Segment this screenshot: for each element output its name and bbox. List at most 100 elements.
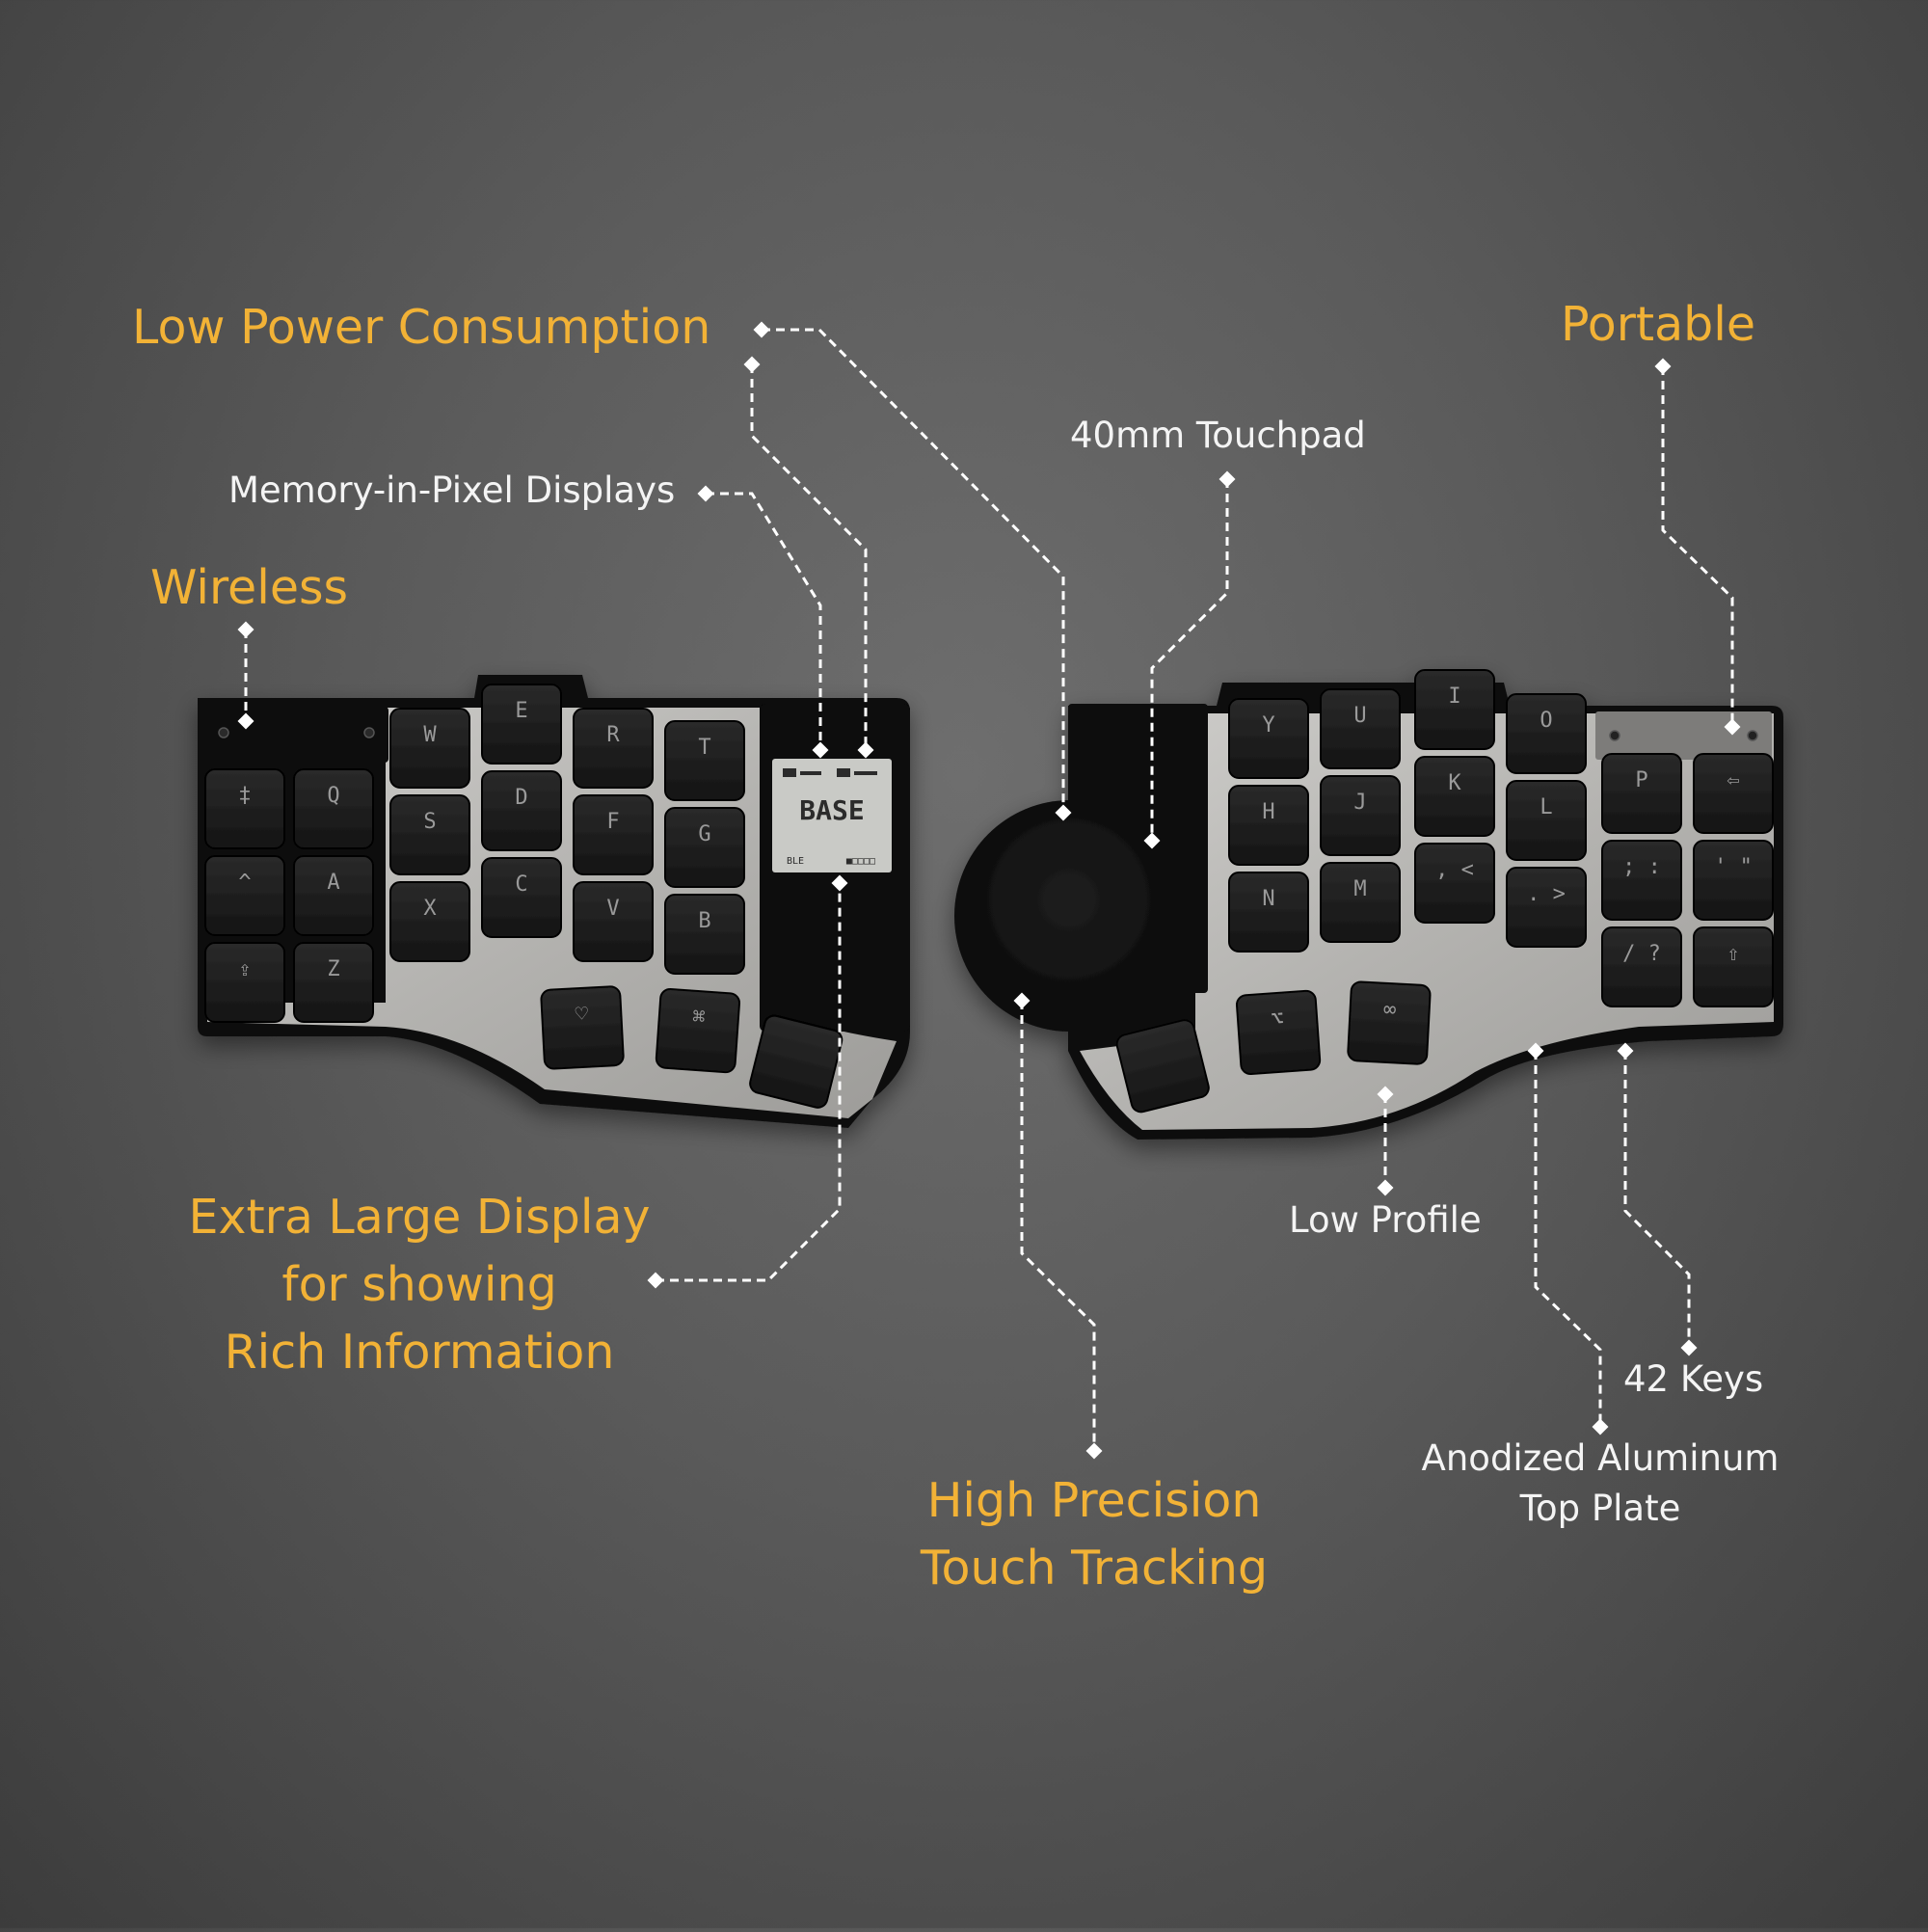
callout-dot-5 [697, 485, 714, 502]
left-key-3-2: S [389, 794, 470, 875]
label-touchpad: 40mm Touchpad [1070, 415, 1366, 456]
right-key-1-3-legend: N [1262, 887, 1274, 911]
right-thumb-key-1 [1115, 1019, 1210, 1114]
left-key-1-1-legend: ‡ [238, 784, 251, 808]
label-high-precision: High Precision Touch Tracking [868, 1467, 1321, 1602]
right-key-2-1: U [1320, 688, 1401, 769]
callout-dot-18 [1377, 1179, 1394, 1196]
left-thumb-key-2-cap [655, 987, 741, 1074]
left-key-1-2-cap [204, 855, 285, 936]
callout-memory [706, 492, 822, 750]
right-key-4-1-cap [1506, 693, 1587, 774]
right-key-3-1-cap [1414, 669, 1495, 750]
left-key-3-1-cap [389, 708, 470, 789]
left-key-3-1: W [389, 708, 470, 789]
right-key-3-2-legend: K [1448, 771, 1461, 795]
right-thumb-key-3-cap [1347, 980, 1432, 1065]
left-key-3-2-cap [389, 794, 470, 875]
callout-dot-4 [857, 741, 874, 759]
callout-aluminum [1534, 1051, 1602, 1427]
left-key-4-2: D [481, 770, 562, 851]
left-key-2-2-cap [293, 855, 374, 936]
left-thumb-key-2-legend: ⌘ [691, 1006, 706, 1031]
label-extra-display-line2: for showing [281, 1257, 557, 1312]
left-key-2-3: Z [293, 942, 374, 1023]
left-key-6-1-legend: T [698, 736, 710, 760]
left-key-6-2-cap [664, 807, 745, 888]
callout-touchpad [1150, 479, 1229, 841]
right-key-5-3: / ? [1601, 926, 1682, 1007]
right-key-2-3-cap [1320, 862, 1401, 943]
right-key-4-1: O [1506, 693, 1587, 774]
callout-low-power-2 [750, 364, 868, 750]
callout-dot-11 [1218, 470, 1236, 488]
left-key-6-3-cap [664, 894, 745, 975]
right-key-2-2: J [1320, 775, 1401, 856]
left-key-2-1-legend: Q [327, 784, 339, 808]
left-key-5-2-cap [573, 794, 654, 875]
left-thumb-key-1-legend: ♡ [575, 1003, 589, 1028]
left-key-3-3: X [389, 881, 470, 962]
left-key-2-3-legend: Z [327, 957, 339, 981]
right-key-4-2: L [1506, 780, 1587, 861]
right-key-3-2-cap [1414, 756, 1495, 837]
left-thumb-key-1: ♡ [540, 985, 625, 1070]
callout-dot-8 [237, 712, 254, 730]
left-key-5-2-legend: F [606, 810, 619, 834]
left-key-6-3-legend: B [698, 909, 710, 933]
right-key-6-2-cap [1693, 840, 1774, 921]
left-key-4-1: E [481, 684, 562, 765]
callout-dot-1 [753, 321, 770, 338]
left-key-2-3-cap [293, 942, 374, 1023]
left-key-2-1: Q [293, 768, 374, 849]
left-key-4-3-cap [481, 857, 562, 938]
callout-dots [237, 321, 1741, 1460]
left-key-5-1-cap [573, 708, 654, 789]
right-key-1-2: H [1228, 785, 1309, 866]
portable-plate [1595, 711, 1772, 760]
callout-portable [1661, 366, 1734, 727]
right-thumb-key-1-cap [1115, 1019, 1210, 1114]
label-aluminum-line1: Anodized Aluminum [1421, 1437, 1780, 1479]
right-key-1-3: N [1228, 872, 1309, 953]
right-key-5-3-cap [1601, 926, 1682, 1007]
label-wireless: Wireless [150, 560, 349, 615]
right-key-6-1-cap [1693, 753, 1774, 834]
right-key-1-1-legend: Y [1262, 713, 1274, 738]
label-high-precision-line2: Touch Tracking [920, 1541, 1269, 1596]
right-key-4-3-legend: . > [1527, 882, 1566, 906]
left-key-6-1-cap [664, 720, 745, 801]
right-key-6-3-legend: ⇧ [1727, 942, 1739, 966]
label-high-precision-line1: High Precision [926, 1473, 1262, 1528]
right-key-3-3: , < [1414, 843, 1495, 924]
left-key-1-3: ⇪ [204, 942, 285, 1023]
left-key-5-1: R [573, 708, 654, 789]
right-key-1-1: Y [1228, 698, 1309, 779]
callout-dot-22 [1680, 1339, 1698, 1356]
right-key-2-3-legend: M [1353, 877, 1366, 901]
callout-lines [244, 328, 1734, 1451]
right-key-6-2-legend: ' " [1714, 855, 1753, 879]
right-key-6-2: ' " [1693, 840, 1774, 921]
right-key-2-2-legend: J [1353, 791, 1366, 815]
right-key-6-1-legend: ⇦ [1727, 768, 1739, 792]
right-key-3-2: K [1414, 756, 1495, 837]
left-key-1-3-cap [204, 942, 285, 1023]
left-key-3-3-cap [389, 881, 470, 962]
right-thumb-key-2: ⌥ [1235, 989, 1322, 1076]
callout-dot-19 [1527, 1042, 1544, 1060]
callout-dot-2 [743, 356, 761, 373]
left-key-1-1: ‡ [204, 768, 285, 849]
left-top-bar [205, 707, 388, 763]
left-key-6-3: B [664, 894, 745, 975]
wireless-indicator [363, 727, 375, 738]
left-key-4-1-cap [481, 684, 562, 765]
left-key-3-2-legend: S [423, 810, 436, 834]
right-key-5-1-legend: P [1635, 768, 1647, 792]
left-key-4-2-cap [481, 770, 562, 851]
right-key-5-1: P [1601, 753, 1682, 834]
callout-dot-16 [1085, 1442, 1103, 1460]
right-key-1-3-cap [1228, 872, 1309, 953]
left-key-1-3-legend: ⇪ [238, 957, 251, 981]
